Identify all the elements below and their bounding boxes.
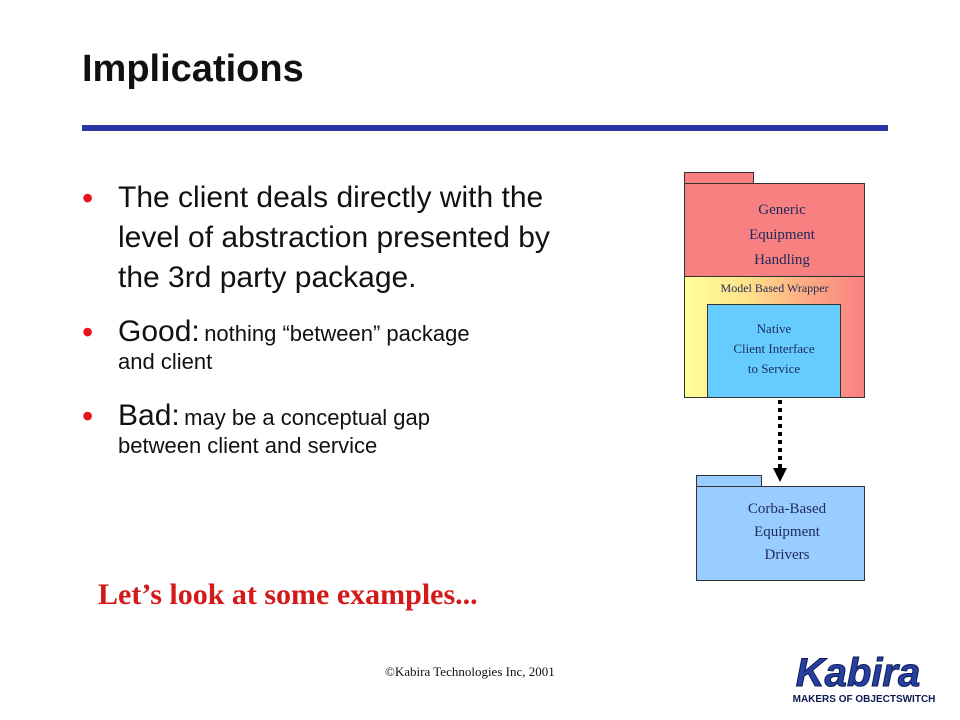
kabira-logo: Kabira MAKERS OF OBJECTSWITCH [793,651,936,706]
label-line: to Service [747,361,801,376]
copyright-footer: ©Kabira Technologies Inc, 2001 [385,664,555,679]
title-underline [82,125,888,131]
bullet-item: • The client deals directly with the lev… [82,178,588,298]
svg-text:MAKERS OF OBJECTSWITCH: MAKERS OF OBJECTSWITCH [793,694,936,705]
bullet-text: The client deals directly with the level… [118,181,550,294]
label-line: Handling [754,252,810,268]
slide-title: Implications [82,48,304,90]
model-wrapper-label: Model Based Wrapper [720,281,829,295]
label-line: Drivers [764,547,810,563]
generic-equipment-label: Generic Equipment Handling [704,198,860,273]
bullet-text: nothing “between” package [204,321,470,346]
bullet-text-continued: between client and service [118,433,378,458]
bullet-dot: • [82,398,94,434]
generic-equipment-box [684,183,865,279]
label-line: Client Interface [733,341,815,356]
native-interface-label: Native Client Interface to Service [707,319,841,379]
corba-drivers-label: Corba-Based Equipment Drivers [702,498,872,567]
label-line: Equipment [749,227,815,243]
corba-folder-tab [696,475,762,487]
native-interface-box [707,304,841,398]
label-line: Generic [758,202,806,218]
bullet-heading: Good: [118,315,200,348]
bullet-text-continued: and client [118,349,213,374]
label-line: Corba-Based [747,501,827,517]
label-line: Equipment [754,524,820,540]
examples-callout: Let’s look at some examples... [98,578,478,611]
bullet-item: • Good: nothing “between” package and cl… [82,312,568,376]
label-line: Native [756,321,792,336]
bullet-dot: • [82,180,94,216]
bullet-heading: Bad: [118,399,180,432]
bullet-list: • The client deals directly with the lev… [82,178,582,460]
dependency-arrow [773,400,787,482]
bullet-dot: • [82,314,94,350]
generic-folder-tab [684,172,754,184]
bullet-item: • Bad: may be a conceptual gap between c… [82,396,538,460]
corba-drivers-box [696,486,865,581]
bullet-text: may be a conceptual gap [184,405,431,430]
svg-text:Kabira: Kabira [796,651,921,695]
